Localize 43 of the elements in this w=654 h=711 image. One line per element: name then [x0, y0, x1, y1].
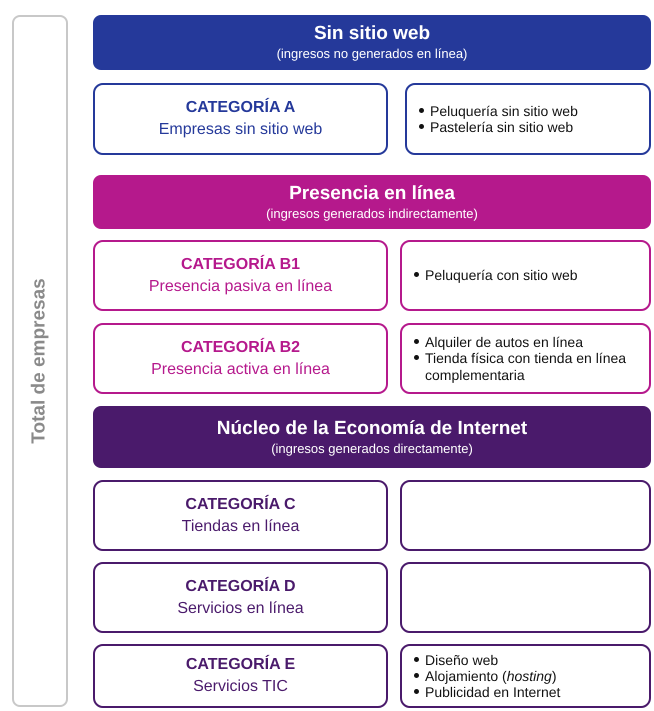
category-box: [93, 644, 388, 708]
category-title: CATEGORÍA B2: [180, 338, 300, 356]
example-item: Peluquería con sitio web: [425, 267, 578, 284]
example-list-box: [400, 644, 651, 708]
example-item: Alojamiento (hosting): [425, 668, 557, 684]
section-title: Presencia en línea: [289, 182, 455, 206]
section-header: [93, 15, 651, 70]
category-box: [93, 323, 388, 394]
example-list-box: [400, 323, 651, 394]
category-box: [93, 83, 388, 155]
example-item: Alquiler de autos en línea: [425, 334, 583, 350]
example-item: Publicidad en Internet: [425, 684, 560, 700]
category-description: Servicios en línea: [177, 600, 304, 618]
section-header: [93, 175, 651, 229]
section-subtitle: (ingresos generados directamente): [271, 440, 473, 456]
section-subtitle: (ingresos no generados en línea): [276, 46, 468, 62]
category-description: Tiendas en línea: [182, 518, 300, 536]
panel-label: Total de empresas: [29, 278, 51, 444]
section-title: Núcleo de la Economía de Internet: [216, 418, 528, 441]
category-title: CATEGORÍA C: [185, 496, 296, 514]
category-description: Presencia pasiva en línea: [148, 278, 332, 296]
category-title: CATEGORÍA E: [186, 656, 296, 674]
section-title: Sin sitio web: [314, 23, 430, 46]
category-box: [93, 480, 388, 551]
example-list-box: [400, 240, 651, 311]
section-subtitle: (ingresos generados indirectamente): [266, 206, 478, 222]
example-list-box: [405, 83, 651, 155]
example-item: Pastelería sin sitio web: [430, 119, 574, 136]
category-description: Empresas sin sitio web: [158, 121, 322, 139]
example-item: Tienda física con tienda en línea complementaria: [425, 350, 628, 383]
category-box: [93, 240, 388, 311]
category-title: CATEGORÍA A: [186, 99, 296, 117]
side-panel: [12, 15, 68, 707]
category-description: Servicios TIC: [193, 678, 288, 696]
category-title: CATEGORÍA B1: [180, 256, 300, 274]
example-item: Diseño web: [425, 652, 498, 668]
category-description: Presencia activa en línea: [151, 360, 330, 378]
category-title: CATEGORÍA D: [185, 578, 296, 596]
example-list-box: [400, 480, 651, 551]
example-list-box: [400, 562, 651, 633]
example-item: Peluquería sin sitio web: [430, 102, 578, 119]
category-box: [93, 562, 388, 633]
section-header: [93, 406, 651, 468]
